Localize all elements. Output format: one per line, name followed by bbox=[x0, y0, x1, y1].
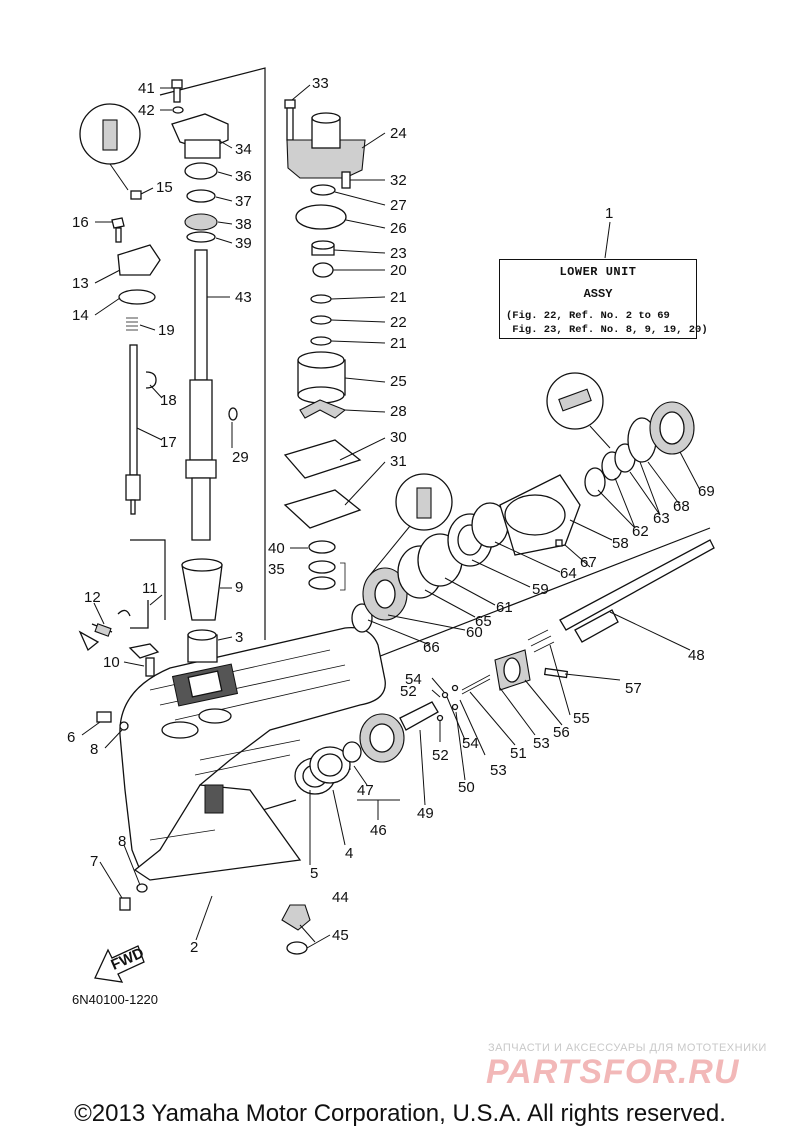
callout-14: 14 bbox=[72, 307, 89, 324]
callout-20: 20 bbox=[390, 262, 407, 279]
callout-36: 36 bbox=[235, 168, 252, 185]
callout-35: 35 bbox=[268, 561, 285, 578]
assembly-ref-line-2: Fig. 23, Ref. No. 8, 9, 19, 20) bbox=[506, 324, 708, 336]
callout-18: 18 bbox=[160, 392, 177, 409]
callout-19: 19 bbox=[158, 322, 175, 339]
callout-24: 24 bbox=[390, 125, 407, 142]
callout-43: 43 bbox=[235, 289, 252, 306]
callout-32: 32 bbox=[390, 172, 407, 189]
callout-52-lower: 52 bbox=[432, 747, 449, 764]
callout-25: 25 bbox=[390, 373, 407, 390]
fwd-arrow: FWD bbox=[94, 944, 147, 983]
callout-69: 69 bbox=[698, 483, 715, 500]
callout-61: 61 bbox=[496, 599, 513, 616]
callout-9: 9 bbox=[235, 579, 243, 596]
callout-40: 40 bbox=[268, 540, 285, 557]
callout-56: 56 bbox=[553, 724, 570, 741]
shift-rod-group bbox=[79, 103, 161, 515]
callout-26: 26 bbox=[390, 220, 407, 237]
callout-8-upper: 8 bbox=[90, 741, 98, 758]
callout-53-lower: 53 bbox=[490, 762, 507, 779]
callout-27: 27 bbox=[390, 197, 407, 214]
callout-58: 58 bbox=[612, 535, 629, 552]
callout-8-lower: 8 bbox=[118, 833, 126, 850]
callout-68: 68 bbox=[673, 498, 690, 515]
reverse-gear-group bbox=[351, 372, 695, 633]
watermark-tagline: ЗАПЧАСТИ И АКСЕССУАРЫ ДЛЯ МОТОТЕХНИКИ bbox=[488, 1042, 767, 1054]
callout-54-lower: 54 bbox=[462, 735, 479, 752]
diagram-code: 6N40100-1220 bbox=[72, 992, 159, 1007]
callout-52-upper: 52 bbox=[400, 683, 417, 700]
callout-3: 3 bbox=[235, 629, 243, 646]
callout-31: 31 bbox=[390, 453, 407, 470]
callout-15: 15 bbox=[156, 179, 173, 196]
callout-2: 2 bbox=[190, 939, 198, 956]
assembly-reference-box: LOWER UNIT ASSY (Fig. 22, Ref. No. 2 to … bbox=[499, 259, 708, 339]
callout-45: 45 bbox=[332, 927, 349, 944]
callout-37: 37 bbox=[235, 193, 252, 210]
callout-64: 64 bbox=[560, 565, 577, 582]
callout-21-lower: 21 bbox=[390, 335, 407, 352]
callout-6: 6 bbox=[67, 729, 75, 746]
water-pump-group bbox=[283, 99, 366, 591]
propeller-shaft-group bbox=[281, 539, 715, 955]
callout-55: 55 bbox=[573, 710, 590, 727]
lower-case bbox=[119, 626, 386, 881]
callout-33: 33 bbox=[312, 75, 329, 92]
callout-11: 11 bbox=[142, 580, 158, 597]
callout-42: 42 bbox=[138, 102, 155, 119]
callout-49: 49 bbox=[417, 805, 434, 822]
copyright-notice: ©2013 Yamaha Motor Corporation, U.S.A. A… bbox=[74, 1100, 726, 1127]
callout-47: 47 bbox=[357, 782, 374, 799]
callout-22: 22 bbox=[390, 314, 407, 331]
callout-12: 12 bbox=[84, 589, 101, 606]
callout-63: 63 bbox=[653, 510, 670, 527]
callout-7: 7 bbox=[90, 853, 98, 870]
part-number-callouts: 1 2 3 4 5 6 7 8 8 9 10 11 12 13 14 15 16… bbox=[67, 75, 715, 956]
callout-13: 13 bbox=[72, 275, 89, 292]
callout-59: 59 bbox=[532, 581, 549, 598]
callout-1: 1 bbox=[605, 205, 613, 222]
callout-30: 30 bbox=[390, 429, 407, 446]
small-fasteners bbox=[78, 600, 160, 911]
callout-60: 60 bbox=[466, 624, 483, 641]
leader-lines bbox=[81, 84, 701, 949]
callout-5: 5 bbox=[310, 865, 318, 882]
callout-10: 10 bbox=[103, 654, 120, 671]
callout-65: 65 bbox=[475, 613, 492, 630]
callout-66: 66 bbox=[423, 639, 440, 656]
callout-62: 62 bbox=[632, 523, 649, 540]
callout-57: 57 bbox=[625, 680, 642, 697]
callout-48: 48 bbox=[688, 647, 705, 664]
callout-54-upper: 54 bbox=[405, 671, 422, 688]
callout-17: 17 bbox=[160, 434, 177, 451]
drive-shaft-group bbox=[171, 79, 238, 663]
assembly-subtitle: ASSY bbox=[583, 287, 613, 301]
callout-67: 67 bbox=[580, 554, 597, 571]
callout-46: 46 bbox=[370, 822, 387, 839]
callout-21-upper: 21 bbox=[390, 289, 407, 306]
callout-38: 38 bbox=[235, 216, 252, 233]
assembly-ref-line-1: (Fig. 22, Ref. No. 2 to 69 bbox=[506, 310, 670, 322]
callout-53-upper: 53 bbox=[533, 735, 550, 752]
callout-51: 51 bbox=[510, 745, 527, 762]
callout-41: 41 bbox=[138, 80, 155, 97]
watermark-logo: PARTSFOR.RU bbox=[486, 1053, 740, 1091]
callout-23: 23 bbox=[390, 245, 407, 262]
callout-29: 29 bbox=[232, 449, 249, 466]
callout-34: 34 bbox=[235, 141, 252, 158]
callout-16: 16 bbox=[72, 214, 89, 231]
assembly-title: LOWER UNIT bbox=[559, 265, 637, 279]
callout-39: 39 bbox=[235, 235, 252, 252]
callout-28: 28 bbox=[390, 403, 407, 420]
callout-44: 44 bbox=[332, 889, 349, 906]
callout-4: 4 bbox=[345, 845, 353, 862]
callout-50: 50 bbox=[458, 779, 475, 796]
